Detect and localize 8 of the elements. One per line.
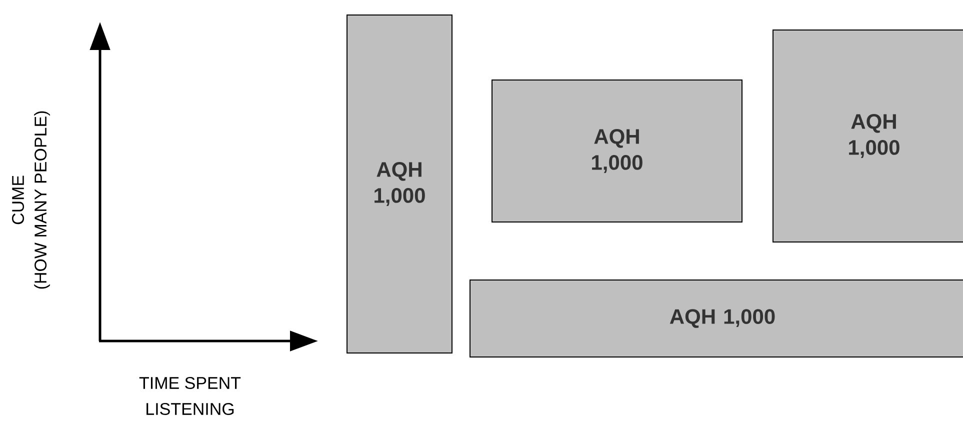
axis-label: LISTENING [146,402,234,416]
axis-label: (HOW MANY PEOPLE) [34,111,50,289]
axis-label: TIME SPENT [139,376,241,390]
axis-label: CUME [12,176,24,224]
shaded-box: AQH 1,000 [470,280,963,358]
shaded-box: AQH 1,000 [492,80,742,222]
shaded-box: AQH 1,000 [346,14,452,354]
shaded-box: AQH 1,000 [772,30,963,242]
